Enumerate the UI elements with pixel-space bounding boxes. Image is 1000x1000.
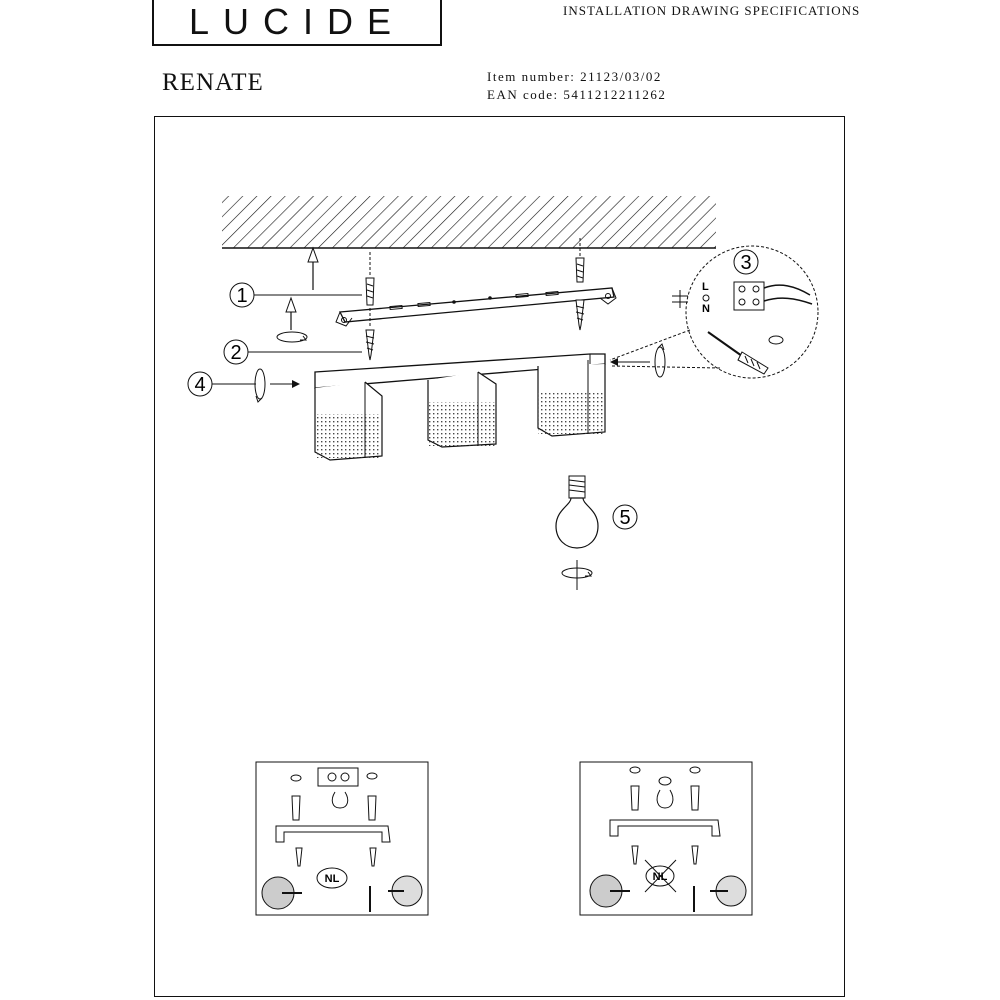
- product-meta: Item number: 21123/03/02 EAN code: 54112…: [487, 68, 666, 104]
- rotate-icon: [254, 368, 300, 403]
- item-number: Item number: 21123/03/02: [487, 69, 662, 84]
- rotate-icon: [610, 343, 666, 378]
- nl-badge: NL: [325, 873, 340, 885]
- inset-diagram-2: NL: [579, 761, 753, 916]
- svg-text:2: 2: [230, 342, 241, 364]
- step-3-label: 3: [740, 252, 751, 274]
- svg-text:4: 4: [194, 374, 205, 396]
- screwdriver-icon: [707, 331, 784, 375]
- product-name: RENATE: [162, 69, 264, 96]
- lamp-shade-1: [314, 381, 383, 461]
- live-label: L: [702, 281, 709, 293]
- screw-icon: [365, 308, 375, 361]
- rotate-icon: [276, 331, 308, 343]
- mounting-bracket: [335, 287, 617, 327]
- wiring-detail: 3 L N: [609, 245, 819, 379]
- document-title: INSTALLATION DRAWING SPECIFICATIONS: [563, 3, 861, 18]
- up-arrow-icon: [307, 246, 319, 290]
- drawing-frame: [154, 116, 845, 997]
- step-5-callout: 5: [612, 504, 638, 530]
- screw-icon: [575, 299, 585, 331]
- step-1-callout: 1: [229, 282, 362, 308]
- inset-diagram-1: NL: [255, 761, 429, 916]
- rotate-icon: [561, 560, 593, 590]
- ceiling: [222, 196, 716, 249]
- svg-text:1: 1: [236, 285, 247, 307]
- ean-code: EAN code: 5411212211262: [487, 87, 667, 102]
- neutral-label: N: [702, 303, 710, 315]
- lamp-canopy: [314, 353, 606, 389]
- step-2-callout: 2: [223, 339, 362, 365]
- wall-plug-icon: [365, 252, 375, 306]
- light-bulb-icon: [555, 475, 599, 549]
- lamp-shade-2: [427, 371, 497, 448]
- step-4-callout: 4: [187, 371, 256, 397]
- lamp-shade-3: [537, 360, 606, 437]
- svg-text:5: 5: [619, 507, 630, 529]
- wall-plug-icon: [575, 238, 585, 283]
- up-arrow-icon: [285, 296, 297, 330]
- lucide-logo: LUCIDE: [152, 0, 442, 46]
